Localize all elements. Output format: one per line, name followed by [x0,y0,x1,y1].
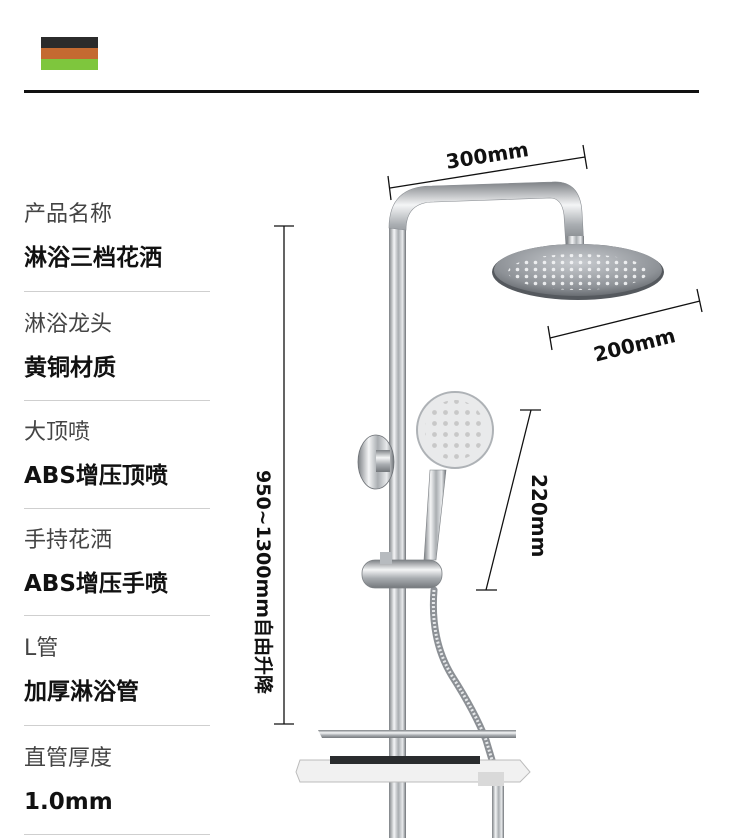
spec-label: 产品名称 [24,202,113,227]
head-diameter-dimension-line [547,288,703,351]
spec-value: 黄铜材质 [24,355,116,381]
spec-value: 淋浴三档花洒 [24,245,162,271]
spec-separator [24,834,210,835]
handheld-length-label: 220mm [527,474,551,558]
shower-arm [388,181,585,249]
handheld-length-dimension-line [476,409,541,591]
height-range-label: 950~1300mm自由升降 [252,470,274,695]
spec-separator [24,508,210,509]
spec-value: 加厚淋浴管 [24,679,139,705]
spec-separator [24,725,210,726]
wall-mount [357,434,395,490]
riser-pipe [389,225,406,838]
spec-label: 直管厚度 [24,746,113,771]
flag-stripe-orange [41,48,98,59]
spec-separator [24,615,210,616]
spec-item-pipe-thickness: 直管厚度 1.0mm [24,745,210,817]
bath-shelf [295,730,531,838]
handheld-shower [416,391,494,561]
slide-bar-holder [361,552,443,589]
spec-value: ABS增压手喷 [24,571,168,597]
spec-separator [24,291,210,292]
top-shower-head [492,244,664,300]
spec-label: 淋浴龙头 [24,312,113,337]
spec-separator [24,400,210,401]
flag-icon [41,37,98,70]
spec-item-top-spray: 大顶喷 ABS增压顶喷 [24,419,210,491]
spec-label: L管 [24,636,59,661]
spec-label: 大顶喷 [24,420,91,445]
flag-stripe-green [41,59,98,70]
spec-label: 手持花洒 [24,528,113,553]
spec-value: ABS增压顶喷 [24,463,168,489]
flag-stripe-black [41,37,98,48]
spec-item-handheld: 手持花洒 ABS增压手喷 [24,527,210,599]
spec-value: 1.0mm [24,789,113,815]
spec-item-product-name: 产品名称 淋浴三档花洒 [24,201,210,273]
height-dimension-line [274,225,294,725]
arm-width-dimension-line [387,144,588,201]
header-divider [24,90,699,93]
spec-item-faucet: 淋浴龙头 黄铜材质 [24,311,210,383]
spec-item-l-pipe: L管 加厚淋浴管 [24,635,210,707]
